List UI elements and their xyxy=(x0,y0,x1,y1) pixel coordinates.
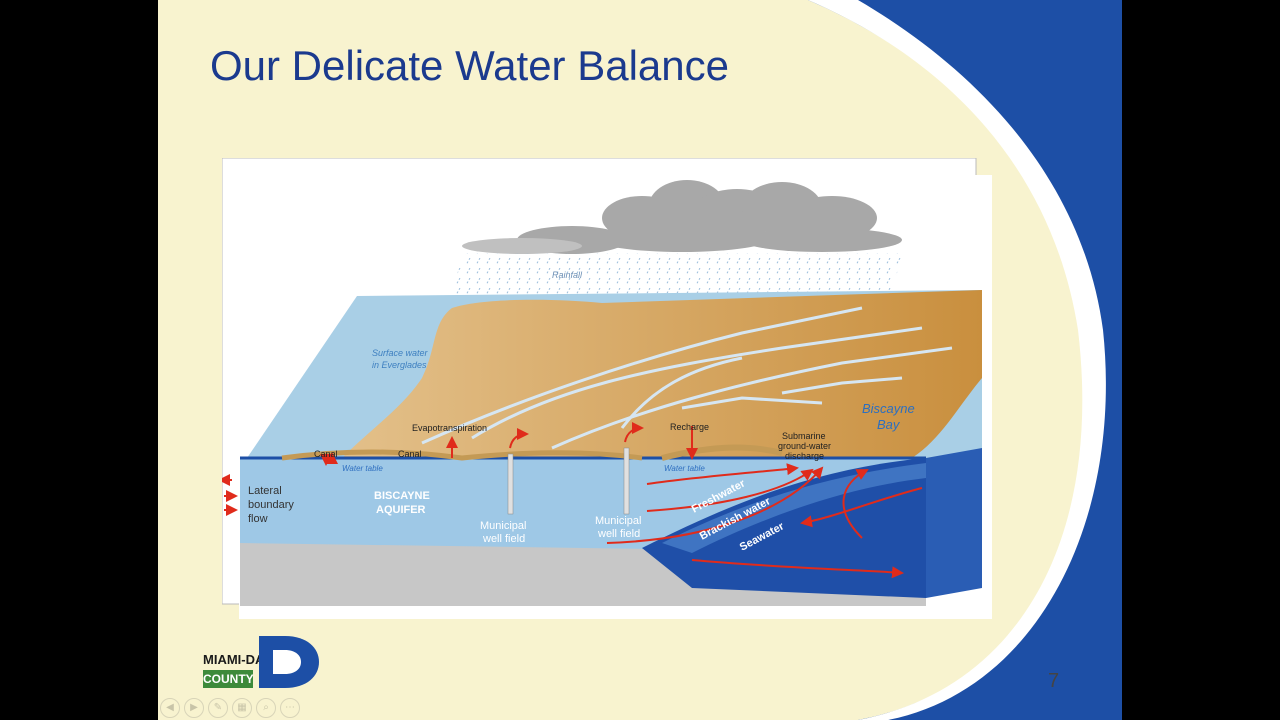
lateral-boundary-label-1: Lateral xyxy=(248,485,282,497)
recharge-label: Recharge xyxy=(670,422,709,432)
water-table-label-right: Water table xyxy=(664,464,705,473)
slideshow-toolbar: ◀ ▶ ✎ ▦ ⌕ ⋯ xyxy=(160,698,300,718)
well-left-label-1: Municipal xyxy=(480,520,526,532)
logo-d-icon xyxy=(259,636,319,688)
biscayne-bay-label-2: Bay xyxy=(877,417,901,432)
evapotranspiration-label: Evapotranspiration xyxy=(412,423,487,433)
page-number: 7 xyxy=(1048,670,1060,692)
next-slide-icon[interactable]: ▶ xyxy=(184,698,204,718)
lateral-boundary-label-2: boundary xyxy=(248,499,294,511)
municipal-well-left xyxy=(507,453,514,515)
municipal-well-right xyxy=(623,447,630,515)
more-options-icon[interactable]: ⋯ xyxy=(280,698,300,718)
well-left-label-2: well field xyxy=(482,533,525,545)
cloud-icon xyxy=(462,180,902,254)
submarine-discharge-label-3: discharge xyxy=(785,451,824,461)
canal-network xyxy=(421,306,953,450)
surface-water-label-2: in Everglades xyxy=(372,360,427,370)
zoom-icon[interactable]: ⌕ xyxy=(256,698,276,718)
brackish-zone xyxy=(662,463,926,553)
canal-arrows xyxy=(320,452,338,466)
submarine-discharge-label-1: Submarine xyxy=(782,431,826,441)
seawater-wedge xyxy=(642,458,926,598)
aquifer-label-2: AQUIFER xyxy=(376,504,426,516)
aquifer-label-1: BISCAYNE xyxy=(374,490,430,502)
pen-icon[interactable]: ✎ xyxy=(208,698,228,718)
well-right-label-2: well field xyxy=(597,528,640,540)
flow-arrows xyxy=(222,422,923,579)
previous-slide-icon[interactable]: ◀ xyxy=(160,698,180,718)
submarine-discharge-label-2: ground-water xyxy=(778,441,831,451)
well-right-label-1: Municipal xyxy=(595,515,641,527)
canal-label-right: Canal xyxy=(398,449,422,459)
rainfall-label: Rainfall xyxy=(552,270,583,280)
bay-side-face xyxy=(926,448,982,598)
canal-label-left: Canal xyxy=(314,449,338,459)
logo-text-county: COUNTY xyxy=(203,670,254,688)
slides-overview-icon[interactable]: ▦ xyxy=(232,698,252,718)
water-balance-diagram: Rainfall xyxy=(222,158,992,619)
surface-water-label-1: Surface water xyxy=(372,348,429,358)
slide: Our Delicate Water Balance xyxy=(158,0,1122,720)
lateral-boundary-label-3: flow xyxy=(248,513,268,525)
land-area xyxy=(342,290,982,458)
slide-title: Our Delicate Water Balance xyxy=(210,42,729,89)
biscayne-bay-label-1: Biscayne xyxy=(862,401,915,416)
water-table-label-left: Water table xyxy=(342,464,383,473)
